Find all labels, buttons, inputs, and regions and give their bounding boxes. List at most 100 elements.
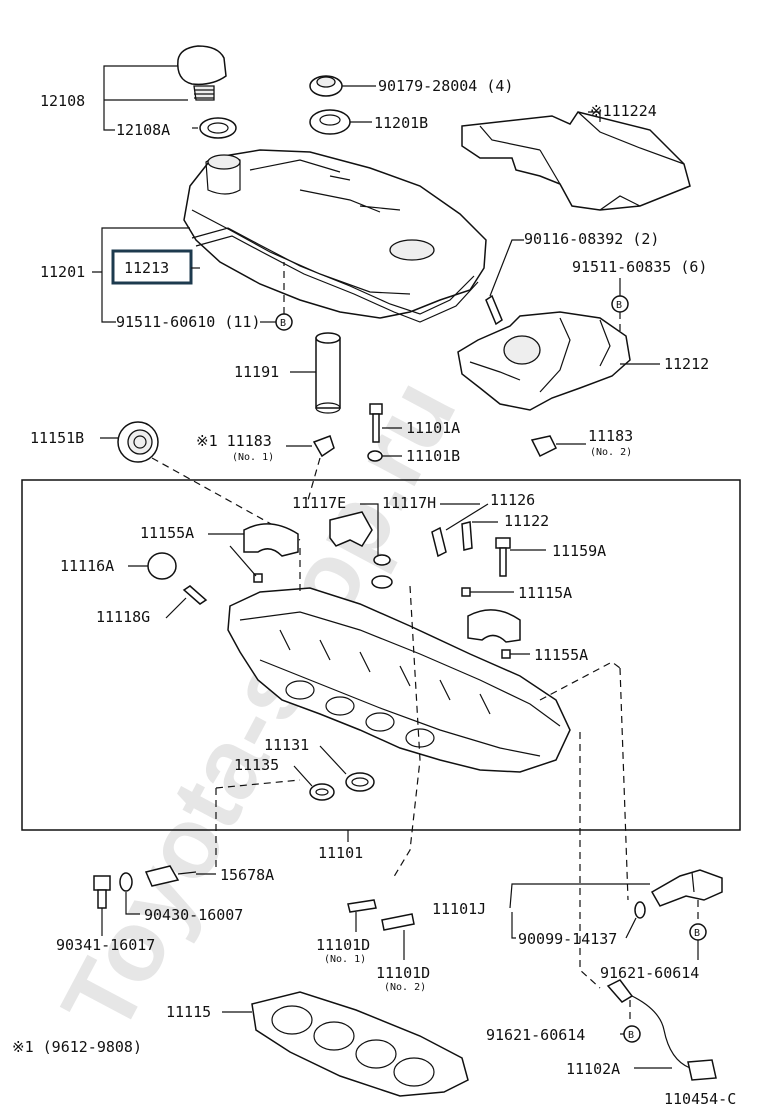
label-91621a: 91621-60614 bbox=[600, 964, 699, 982]
bearing-cap-11117E[interactable] bbox=[329, 511, 373, 547]
leader-11131-11135 bbox=[293, 745, 347, 787]
label-12108: 12108 bbox=[40, 92, 85, 110]
label-11151B: 11151B bbox=[30, 429, 84, 447]
dash-head bbox=[299, 548, 621, 881]
marker-b-4-letter: B bbox=[628, 1030, 634, 1041]
cylinder-head-cover[interactable] bbox=[183, 149, 487, 319]
label-11213: 11213 bbox=[124, 259, 169, 277]
label-12108A: 12108A bbox=[116, 121, 170, 139]
cam-position-sensor[interactable] bbox=[650, 869, 723, 907]
dash-sensor-left bbox=[215, 779, 301, 868]
label-90341: 90341-16017 bbox=[56, 936, 155, 954]
leader-11117 bbox=[360, 503, 379, 556]
footnote: ※1 (9612-9808) bbox=[12, 1038, 142, 1056]
pin-11118G[interactable] bbox=[182, 585, 208, 605]
dowel-pin-11115A[interactable] bbox=[461, 587, 471, 597]
guide-11122[interactable] bbox=[461, 521, 473, 551]
label-11155A-top: 11155A bbox=[140, 524, 194, 542]
leader-11101J bbox=[509, 883, 650, 909]
highlight-box-11213 bbox=[111, 249, 193, 285]
leader-90116 bbox=[489, 239, 524, 297]
label-11118G: 11118G bbox=[96, 608, 150, 626]
leader-11118G bbox=[165, 597, 187, 619]
label-11102A: 11102A bbox=[566, 1060, 620, 1078]
label-11101: 11101 bbox=[318, 844, 363, 862]
crank-position-sensor-11102A[interactable] bbox=[606, 979, 717, 1081]
dowel-pin-2[interactable] bbox=[501, 649, 511, 659]
label-11183-no2: 11183 bbox=[588, 427, 633, 445]
bolt-11101A[interactable] bbox=[369, 403, 383, 443]
plug-11183-no1[interactable] bbox=[312, 435, 335, 458]
bearing-cap-11155A-top[interactable] bbox=[243, 523, 299, 557]
guide-11126[interactable] bbox=[431, 526, 447, 558]
label-11126: 11126 bbox=[490, 491, 535, 509]
cylinder-head[interactable] bbox=[227, 587, 571, 773]
leader-111224 bbox=[588, 111, 601, 122]
label-11101D-no1: 11101D bbox=[316, 936, 370, 954]
oil-filler-gasket[interactable] bbox=[199, 117, 237, 139]
engine-cover-111224[interactable] bbox=[461, 111, 691, 211]
dash-11151B bbox=[151, 457, 301, 541]
label-11101A: 11101A bbox=[406, 419, 460, 437]
leader-11201 bbox=[92, 227, 190, 323]
label-11101B: 11101B bbox=[406, 447, 460, 465]
dowel-pin-1[interactable] bbox=[253, 573, 263, 583]
o-ring-90099[interactable] bbox=[634, 901, 646, 919]
timing-belt-cover-11212[interactable] bbox=[457, 311, 631, 411]
plug-11117H[interactable] bbox=[371, 554, 393, 589]
label-90116: 90116-08392 (2) bbox=[524, 230, 659, 248]
label-91511-60610: 91511-60610 (11) bbox=[116, 313, 261, 331]
plug-11116A[interactable] bbox=[147, 552, 177, 580]
marker-b-3-letter: B bbox=[694, 928, 700, 939]
stud-11101D-no1[interactable] bbox=[347, 899, 377, 913]
stud-11101D-no2[interactable] bbox=[381, 913, 415, 931]
label-11183-no2-sub: (No. 2) bbox=[590, 447, 632, 458]
head-gasket-11115[interactable] bbox=[251, 991, 469, 1097]
label-11115: 11115 bbox=[166, 1003, 211, 1021]
oil-seal-11151B[interactable] bbox=[117, 421, 159, 463]
label-11212: 11212 bbox=[664, 355, 709, 373]
label-11159A: 11159A bbox=[552, 542, 606, 560]
label-111224: ※111224 bbox=[590, 102, 657, 120]
head-cover-gasket[interactable] bbox=[191, 227, 479, 323]
leader-90430 bbox=[125, 892, 140, 915]
sensor-15678A[interactable] bbox=[144, 865, 197, 887]
spark-plug-tube-11191[interactable] bbox=[315, 332, 341, 414]
gasket-11131[interactable] bbox=[345, 772, 375, 792]
leader-90099 bbox=[511, 912, 637, 939]
leader-11126b bbox=[445, 503, 489, 531]
marker-b-2-letter: B bbox=[616, 300, 622, 311]
label-11155A-bottom: 11155A bbox=[534, 646, 588, 664]
label-11101D-no2: 11101D bbox=[376, 964, 430, 982]
label-11101D-no1-sub: (No. 1) bbox=[324, 954, 366, 965]
ring-11135[interactable] bbox=[309, 783, 335, 801]
label-11135: 11135 bbox=[234, 756, 279, 774]
label-11115A: 11115A bbox=[518, 584, 572, 602]
label-90430: 90430-16007 bbox=[144, 906, 243, 924]
label-15678A: 15678A bbox=[220, 866, 274, 884]
diagram-id: 110454-C bbox=[664, 1090, 736, 1108]
gasket-90430-16007[interactable] bbox=[119, 872, 133, 892]
washer-11101B[interactable] bbox=[367, 450, 383, 462]
dash-sensor-right bbox=[579, 667, 629, 989]
leader-12108 bbox=[103, 65, 188, 131]
leader-dowel-1 bbox=[229, 545, 257, 577]
label-11183-no1: ※1 11183 bbox=[196, 432, 272, 450]
label-11117E: 11117E bbox=[292, 494, 346, 512]
stud-90116[interactable] bbox=[485, 294, 503, 326]
label-11201B: 11201B bbox=[374, 114, 428, 132]
nut-90179[interactable] bbox=[309, 75, 343, 97]
bolt-11159A[interactable] bbox=[495, 537, 511, 577]
cylinder-head-assembly-frame bbox=[21, 479, 741, 831]
oil-filler-cap[interactable] bbox=[177, 45, 227, 101]
label-11131: 11131 bbox=[264, 736, 309, 754]
label-11101D-no2-sub: (No. 2) bbox=[384, 982, 426, 993]
label-11122: 11122 bbox=[504, 512, 549, 530]
plug-11183-no2[interactable] bbox=[530, 435, 558, 458]
bearing-cap-11155A-bottom[interactable] bbox=[467, 609, 521, 643]
label-91511-60835: 91511-60835 (6) bbox=[572, 258, 707, 276]
grommet-11201B[interactable] bbox=[309, 109, 351, 135]
label-11183-no1-sub: (No. 1) bbox=[232, 452, 274, 463]
label-11117H: 11117H bbox=[382, 494, 436, 512]
